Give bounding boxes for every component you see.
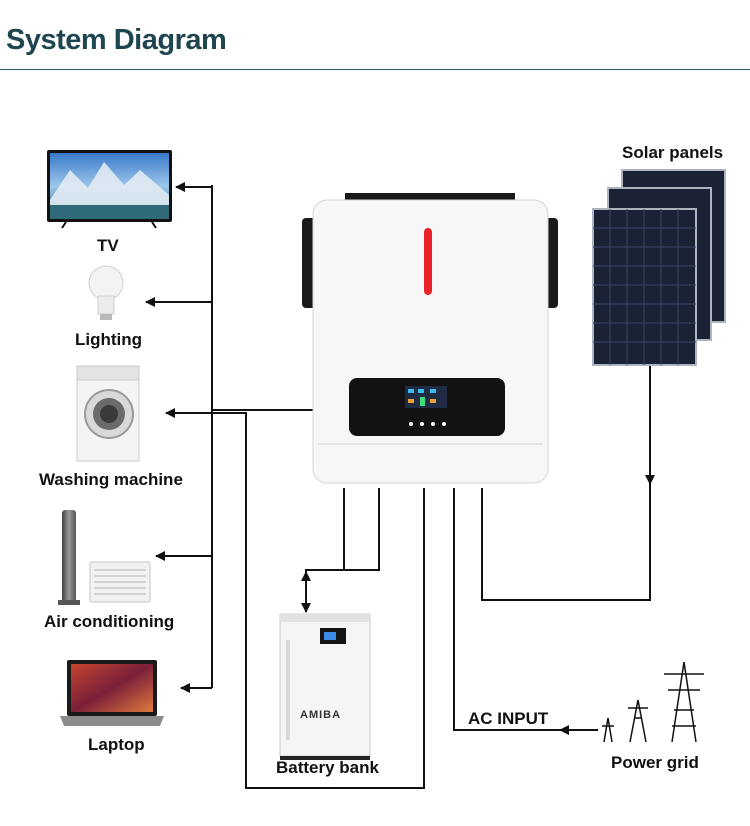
laptop-icon bbox=[60, 660, 164, 726]
connection-lines bbox=[145, 182, 655, 789]
washing-loop-line bbox=[165, 408, 425, 789]
ac-input-line bbox=[453, 488, 592, 731]
battery-link-left bbox=[305, 488, 345, 580]
tv-icon bbox=[47, 150, 172, 229]
lighting-icon bbox=[88, 265, 124, 320]
battery-brand-logo: AMIBA bbox=[300, 709, 342, 721]
inverter-icon bbox=[302, 193, 558, 484]
solar-return-line bbox=[481, 484, 651, 601]
laptop-label: Laptop bbox=[88, 735, 145, 754]
power-grid-icon bbox=[602, 661, 704, 743]
title-divider bbox=[0, 69, 750, 70]
lighting-label: Lighting bbox=[75, 330, 143, 349]
power-grid-label: Power grid bbox=[611, 753, 699, 772]
battery-bank-icon bbox=[279, 613, 371, 760]
solar-panels-label: Solar panels bbox=[622, 143, 724, 162]
tv-label: TV bbox=[97, 236, 119, 255]
ac-input-label: AC INPUT bbox=[468, 709, 549, 728]
washing-machine-icon bbox=[76, 365, 140, 462]
page-title: System Diagram bbox=[6, 24, 227, 56]
solar-panels-icon bbox=[592, 169, 726, 366]
battery-bank-label: Battery bank bbox=[276, 758, 379, 777]
air-conditioning-label: Air conditioning bbox=[44, 612, 175, 631]
battery-link-right bbox=[306, 488, 380, 571]
washing-machine-label: Washing machine bbox=[39, 470, 183, 489]
air-conditioning-icon bbox=[58, 510, 151, 605]
